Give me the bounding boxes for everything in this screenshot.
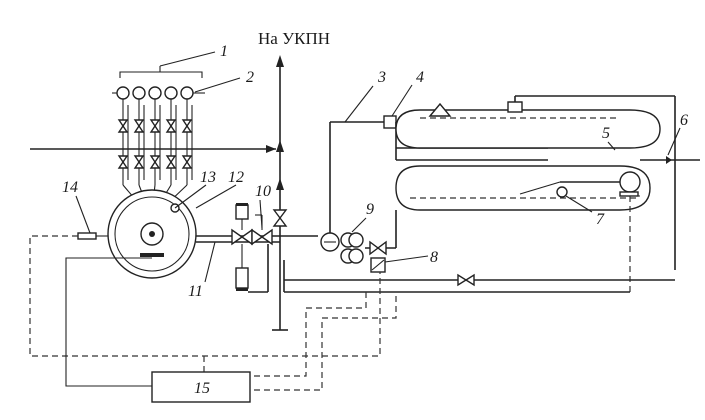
export-pipeline [272, 55, 288, 331]
label-13: 13 [200, 169, 216, 186]
label-2: 2 [246, 69, 254, 86]
leader-lines [75, 51, 681, 283]
label-14: 14 [62, 179, 78, 196]
pump-5 [560, 156, 700, 292]
label-1: 1 [220, 43, 228, 60]
label-11: 11 [188, 283, 203, 300]
well-lines [117, 99, 193, 206]
label-12: 12 [228, 169, 244, 186]
label-10: 10 [255, 183, 271, 200]
separator-tank-lower [395, 165, 651, 211]
label-5: 5 [602, 125, 610, 142]
outlet-line [196, 203, 318, 293]
controller-label: 15 [194, 380, 210, 397]
gas-line [329, 115, 548, 236]
label-7: 7 [596, 211, 605, 228]
sensor-14 [77, 232, 108, 240]
separator-tank-upper [395, 95, 676, 270]
control-loop: 15 [29, 235, 397, 403]
inlet-header [30, 145, 276, 153]
label-4: 4 [416, 69, 424, 86]
rotary-distributor [107, 189, 197, 279]
return-line [283, 260, 675, 293]
destination-label: На УКПН [258, 29, 330, 48]
callout-labels: 1 2 3 4 5 6 7 8 9 10 11 12 13 14 [62, 43, 688, 300]
meters [320, 210, 397, 273]
label-8: 8 [430, 249, 438, 266]
label-3: 3 [377, 69, 386, 86]
label-6: 6 [680, 112, 688, 129]
label-9: 9 [366, 201, 374, 218]
gauge-bank [112, 66, 205, 100]
